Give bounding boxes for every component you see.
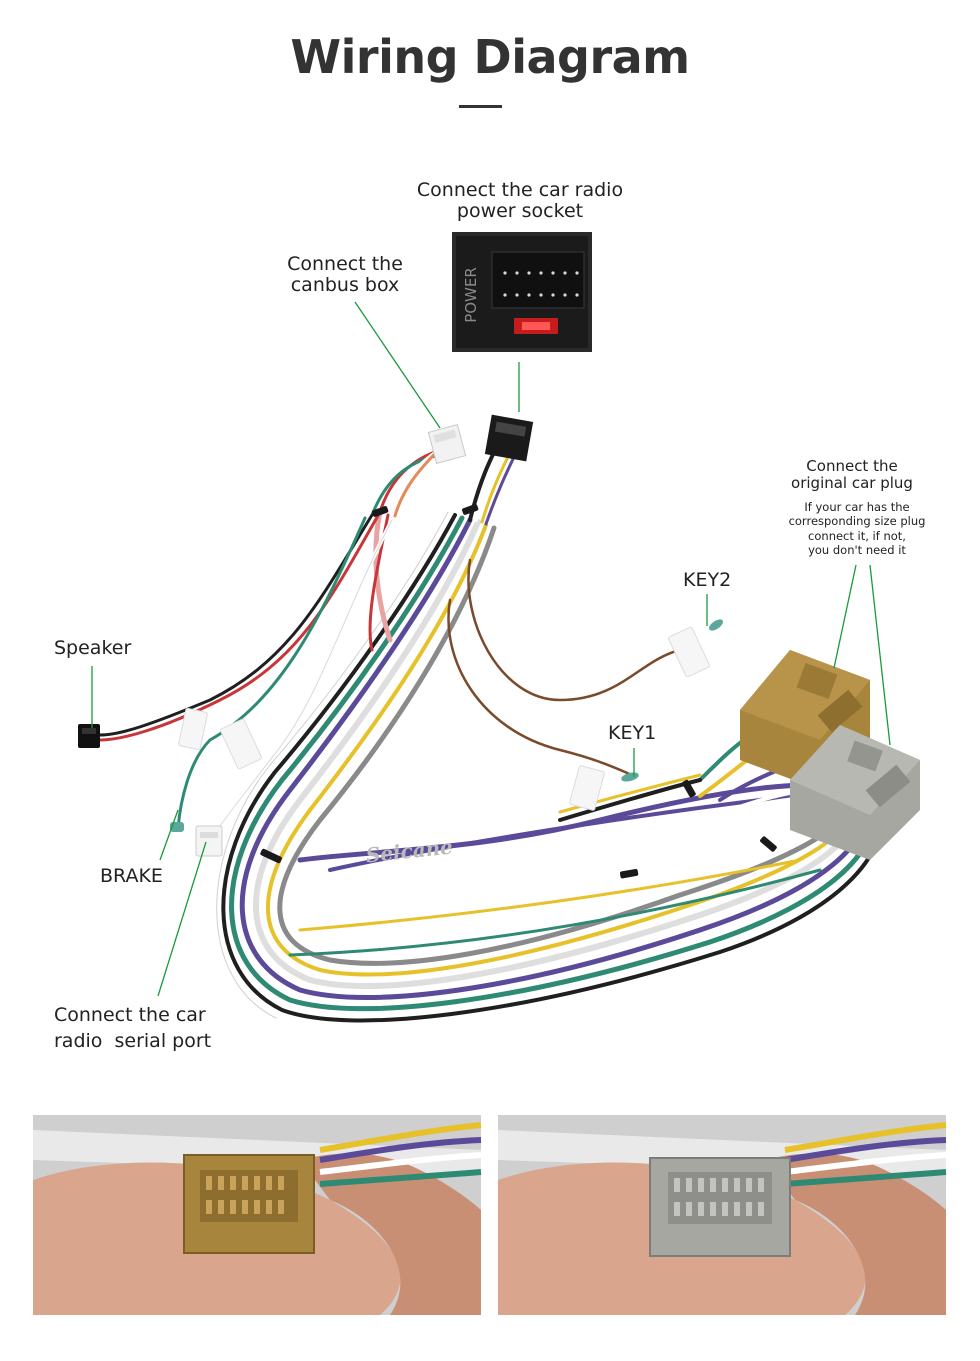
- label-serial-port-line2: radio serial port: [54, 1029, 212, 1052]
- label-original-plug-note: If your car has the corresponding size p…: [770, 500, 944, 558]
- label-original-plug: Connect the original car plug: [770, 458, 934, 492]
- label-power-socket-line2: power socket: [456, 200, 584, 223]
- label-serial-port-line1: Connect the car: [54, 1004, 206, 1026]
- key2-wire-end: [709, 619, 723, 631]
- leader-brake: [159, 809, 179, 861]
- serial-port-connector: [195, 825, 223, 857]
- label-power-socket: Connect the car radio power socket: [400, 179, 640, 223]
- grey-original-plug: [790, 725, 920, 860]
- brown-plug-closeup-photo: [33, 1115, 482, 1315]
- leader-lines: [91, 301, 891, 997]
- brake-wire-end: [170, 822, 184, 832]
- grey-plug-closeup-photo: [498, 1115, 947, 1315]
- label-original-plug-line1: Connect the: [806, 457, 898, 475]
- speaker-connector: [78, 724, 100, 748]
- title-divider: [459, 105, 502, 108]
- label-original-plug-line2: original car plug: [791, 473, 913, 492]
- label-brake: BRAKE: [100, 865, 163, 887]
- power-text: POWER: [462, 267, 480, 323]
- leader-original-plug-1: [833, 564, 857, 669]
- wire-tags: [178, 626, 710, 811]
- leader-canbus: [354, 301, 441, 429]
- page-title: Wiring Diagram: [290, 30, 690, 84]
- power-socket-photo: POWER: [452, 232, 592, 352]
- label-canbus-line2: canbus box: [290, 274, 400, 297]
- leader-serial-port: [157, 841, 207, 997]
- canbus-connector: [427, 424, 467, 464]
- key1-wire-end: [621, 772, 639, 782]
- note-line4: you don't need it: [808, 543, 906, 558]
- label-canbus: Connect the canbus box: [270, 253, 420, 297]
- note-line1: If your car has the: [804, 500, 910, 514]
- cable-ties: [260, 504, 777, 879]
- label-key2: KEY2: [683, 569, 732, 591]
- label-key1: KEY1: [608, 722, 657, 744]
- label-serial-port: Connect the car radio serial port: [54, 1003, 211, 1054]
- label-speaker: Speaker: [54, 637, 132, 659]
- power-harness-connector: [484, 414, 534, 462]
- label-canbus-line1: Connect the: [287, 253, 403, 275]
- note-line3: connect it, if not,: [808, 528, 906, 543]
- note-line2: corresponding size plug: [788, 514, 926, 529]
- leader-original-plug-2: [869, 564, 891, 746]
- watermark: Seicane: [365, 835, 454, 868]
- label-power-socket-line1: Connect the car radio: [416, 179, 624, 201]
